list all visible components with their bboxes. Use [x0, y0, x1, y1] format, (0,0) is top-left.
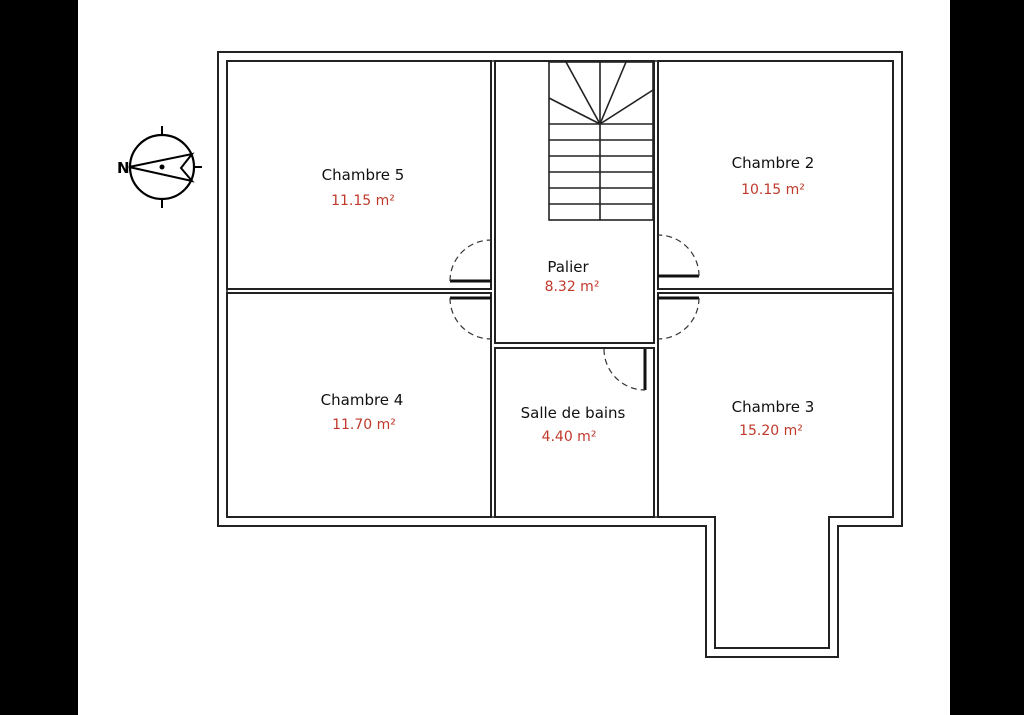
compass-rose: N [117, 126, 202, 208]
room-name: Chambre 2 [732, 154, 815, 172]
room-area: 15.20 m² [739, 423, 803, 439]
room-area: 8.32 m² [545, 279, 600, 295]
room-name: Chambre 3 [732, 398, 815, 416]
label-palier: Palier 8.32 m² [545, 258, 600, 295]
room-name: Salle de bains [521, 404, 626, 422]
room-area: 4.40 m² [542, 429, 597, 445]
room-name: Chambre 5 [322, 166, 405, 184]
room-chambre-2 [657, 60, 894, 290]
room-chambre-3 [657, 292, 894, 649]
compass-north-label: N [117, 159, 130, 177]
room-area: 10.15 m² [741, 182, 805, 198]
door-salle-de-bains [603, 348, 647, 391]
room-chambre-4 [226, 292, 492, 518]
room-area: 11.70 m² [332, 417, 396, 433]
room-chambre-5 [226, 60, 492, 290]
room-palier [494, 60, 655, 344]
door-chambre-5 [449, 239, 492, 283]
door-chambre-3 [657, 296, 700, 340]
staircase [548, 61, 654, 221]
room-name: Palier [547, 258, 589, 276]
label-chambre-2: Chambre 2 10.15 m² [732, 154, 815, 198]
label-chambre-5: Chambre 5 11.15 m² [322, 166, 405, 209]
room-area: 11.15 m² [331, 193, 395, 209]
label-chambre-3: Chambre 3 15.20 m² [732, 398, 815, 439]
label-chambre-4: Chambre 4 11.70 m² [321, 391, 404, 433]
compass-needle-icon [128, 152, 195, 183]
paper-background [78, 0, 950, 715]
room-name: Chambre 4 [321, 391, 404, 409]
room-salle-de-bains [494, 347, 655, 518]
door-chambre-4 [449, 296, 492, 340]
label-salle-de-bains: Salle de bains 4.40 m² [521, 404, 626, 445]
door-chambre-2 [657, 234, 700, 278]
